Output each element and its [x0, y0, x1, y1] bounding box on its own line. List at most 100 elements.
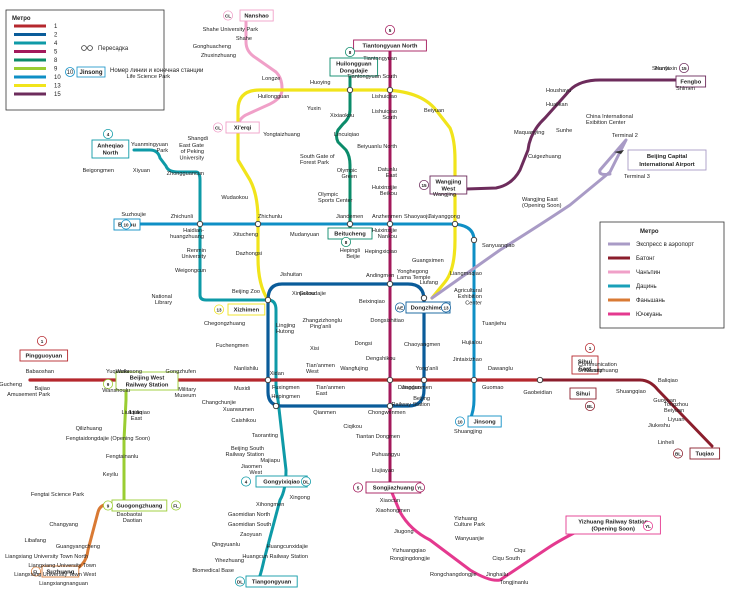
station-label: Shangdi: [187, 136, 208, 142]
station-label: Liangxiang University Town: [28, 563, 96, 569]
legend-line-number: 5: [54, 50, 58, 56]
station-label: Beiyuan: [424, 108, 444, 114]
terminal-line-num: 10: [123, 222, 129, 227]
station-label: Ciqu South: [492, 556, 520, 562]
line-yizhuang: [388, 486, 648, 582]
line-airport-express: [430, 138, 628, 300]
line-15: [434, 78, 678, 192]
station-label: Xiyuan: [133, 168, 150, 174]
station-label: Liangmaqiao: [450, 271, 482, 277]
station-label: Gonghuacheng: [193, 44, 231, 50]
station-label: Amusement Park: [7, 392, 50, 398]
station-label: Rongchangdongjie: [430, 572, 477, 578]
station-label: Daotian: [123, 518, 142, 524]
station-label: Zhongguancun: [167, 171, 204, 177]
station-label: Daobaotai: [116, 512, 142, 518]
station-label: Shimen: [676, 86, 695, 92]
station-label: Qianmen: [313, 410, 336, 416]
terminal-line-num: 15: [681, 66, 687, 71]
station-label: China International: [586, 114, 633, 120]
station-label: East: [386, 173, 398, 179]
station-label: Shahe: [236, 36, 252, 42]
station-label: Tian'anmen: [316, 385, 345, 391]
station-label: Zhichunli: [171, 214, 193, 220]
station-label: Xiaohongmen: [375, 508, 410, 514]
terminal-line-num: 8: [345, 240, 348, 245]
terminal-name: Nanshao: [244, 14, 269, 20]
station-label: Dawanglu: [488, 366, 513, 372]
legend-line-number: 13: [54, 84, 61, 90]
station-label: Yizhuang: [454, 516, 477, 522]
station-label: Agricultural: [454, 288, 482, 294]
line-13-west: [236, 126, 270, 302]
station-label: East: [316, 391, 328, 397]
station-label: Jiandemen: [336, 214, 363, 220]
terminal-line-num: 4: [245, 479, 248, 484]
station-label: Exhibition: [458, 294, 482, 300]
terminal-name: Anheqiao: [97, 144, 124, 150]
station-label: Beijing Zoo: [232, 289, 260, 295]
station-label: Olympic: [318, 192, 338, 198]
legend2-label: Дацинь: [636, 284, 657, 290]
terminal-name: West: [442, 187, 456, 193]
terminal-name: Yizhuang Railway Station: [578, 520, 648, 526]
station-label: Gucheng: [0, 382, 22, 388]
station-label: Huixinxijie: [372, 185, 397, 191]
station-label: Caishikou: [231, 418, 256, 424]
station-label: Liuliqiao: [129, 410, 150, 416]
terminal-name: Xi'erqi: [234, 126, 252, 132]
line-9: [122, 382, 128, 506]
station-label: huangzhuang: [170, 234, 204, 240]
station-label: Tiantan Dongmen: [356, 434, 400, 440]
station-label: Guomao: [482, 385, 503, 391]
station-label: Sanyuanqiao: [482, 243, 515, 249]
terminal-name: North: [103, 151, 119, 157]
station-label: Lishuiqiao: [372, 94, 397, 100]
legend-term-name: Jinsong: [79, 70, 102, 76]
station-label: Museum: [175, 393, 197, 399]
station-label: Taoranting: [252, 433, 278, 439]
station-label: Huangcun Railway Station: [242, 554, 308, 560]
station-label: Xihongmen: [256, 502, 284, 508]
terminal-name: Beitucheng: [334, 232, 366, 238]
terminal-line-num: CL: [215, 125, 221, 130]
station-label: Beixinqiao: [359, 299, 385, 305]
terminal-line-num: FL: [33, 569, 39, 574]
terminal-line-num: 5: [389, 28, 392, 33]
station-label: Forest Park: [300, 160, 329, 166]
station-label: Yihezhuang: [215, 558, 244, 564]
station-label: Suzhoujie: [121, 212, 146, 218]
station-label: Gaomidian North: [228, 512, 270, 518]
station-label: Puhuangyu: [372, 452, 400, 458]
station-label: Ciqu: [514, 548, 526, 554]
terminal-line-num: BL: [675, 451, 681, 456]
terminal-line-num: 4: [107, 132, 110, 137]
station-label: Tiantongyuan: [363, 56, 397, 62]
line-8: [335, 74, 352, 240]
legend2-label: Фаньшань: [636, 298, 665, 304]
station-label: Guanzhuang: [586, 368, 618, 374]
station-label: Anzhenmen: [372, 214, 402, 220]
station-label: Muxidi: [234, 386, 250, 392]
station-label: Zhuxinzhuang: [201, 53, 236, 59]
station-label: Changchunjie: [202, 400, 236, 406]
station-label: Nanfaxin: [655, 66, 677, 72]
station-label: Shahe University Park: [203, 27, 259, 33]
station-label: Zhangzizhonglu: [303, 318, 343, 324]
legend-transfer-label: Пересадка: [98, 46, 129, 52]
station-label: Sports Center: [318, 198, 353, 204]
station-label: Rongjingdongjie: [390, 556, 430, 562]
station-label: (Opening Soon): [522, 203, 562, 209]
station-label: Liangxiang University Town West: [14, 572, 96, 578]
station-label: Xidan: [270, 371, 284, 377]
